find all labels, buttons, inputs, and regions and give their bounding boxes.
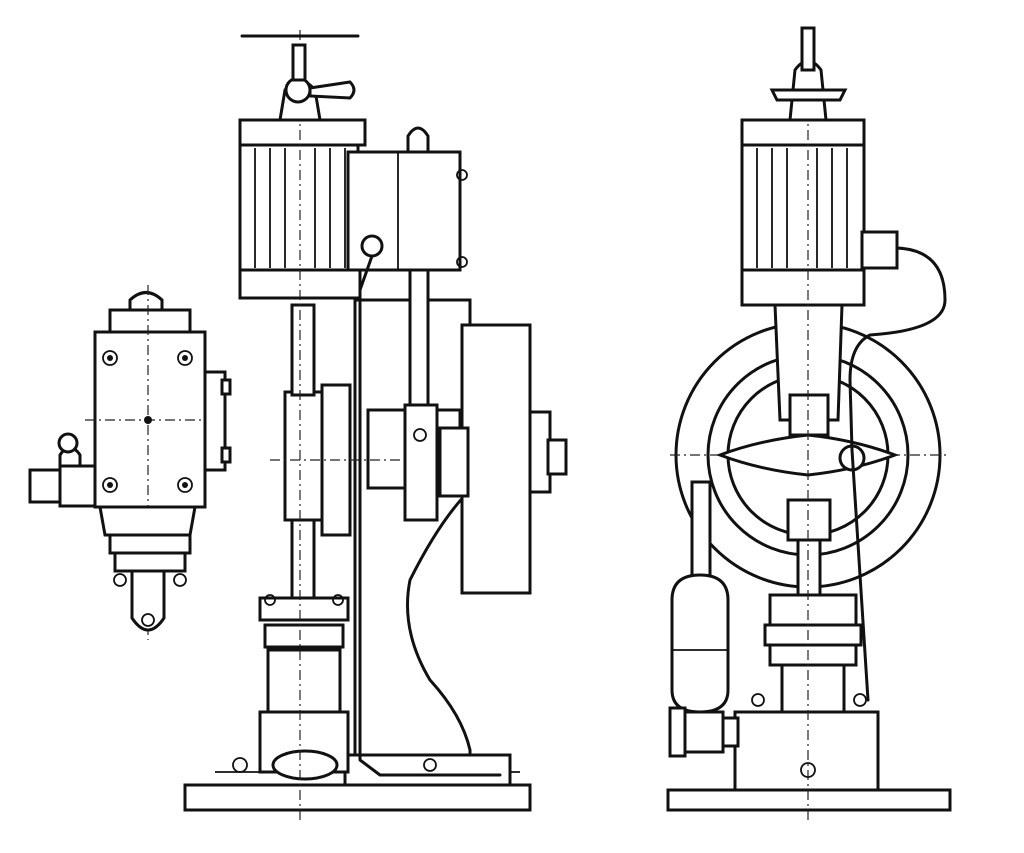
detail-lower-neck bbox=[98, 505, 197, 537]
side-lower-crosshead bbox=[786, 498, 832, 542]
detail-collar-nut-left bbox=[113, 573, 127, 587]
side-cylinder bbox=[740, 143, 866, 272]
front-top-valve-stem bbox=[291, 43, 307, 82]
front-chest-nut-a bbox=[456, 169, 468, 181]
front-cylinder-fins bbox=[254, 148, 346, 268]
side-detail-view bbox=[28, 285, 232, 640]
detail-side-nut-top bbox=[220, 378, 232, 396]
detail-lower-collar bbox=[113, 551, 187, 573]
front-bolt-b bbox=[332, 594, 344, 606]
detail-side-nut-bottom bbox=[220, 446, 232, 464]
front-bolt-d bbox=[423, 758, 437, 772]
side-elevation-view bbox=[666, 26, 952, 820]
side-inlet-flange-left bbox=[668, 706, 687, 758]
front-hub bbox=[438, 426, 470, 498]
front-eccentric bbox=[403, 403, 439, 522]
detail-top-cap bbox=[108, 308, 192, 334]
front-shaft-nut bbox=[546, 438, 568, 476]
front-piston-rod bbox=[290, 303, 316, 397]
front-cylinder bbox=[238, 143, 360, 272]
detail-collar-nut-right bbox=[173, 573, 187, 587]
front-cylinder-top-flange bbox=[238, 118, 367, 147]
side-lower-rod bbox=[796, 538, 822, 597]
side-column-flange bbox=[763, 623, 863, 647]
side-top-valve-stem bbox=[800, 26, 816, 72]
front-eccentric-pin bbox=[413, 428, 427, 442]
front-bolt-a bbox=[264, 594, 276, 606]
detail-lower-flange bbox=[108, 533, 192, 555]
front-elevation-view bbox=[183, 30, 568, 820]
front-crosshead bbox=[283, 390, 325, 522]
front-flywheel bbox=[460, 323, 532, 595]
detail-clevis-pin bbox=[141, 613, 155, 627]
side-accumulator-stem bbox=[690, 480, 712, 579]
side-bolt-a bbox=[751, 693, 765, 707]
front-lubricator-fitting bbox=[360, 234, 384, 258]
front-bolt-c bbox=[232, 757, 248, 773]
side-lubricator-pipe bbox=[848, 246, 947, 702]
front-pump-rod bbox=[290, 518, 316, 600]
front-top-handle bbox=[308, 80, 356, 100]
front-valve-rod bbox=[408, 268, 430, 412]
front-base-plate bbox=[183, 783, 532, 812]
side-base-plate bbox=[666, 788, 952, 812]
side-accumulator bbox=[670, 573, 730, 714]
side-pipe-fitting bbox=[860, 230, 899, 270]
front-inlet-flange bbox=[271, 749, 339, 781]
side-cylinder-fins bbox=[756, 148, 848, 268]
detail-inlet-union bbox=[58, 464, 97, 508]
front-top-valve-bonnet bbox=[284, 76, 312, 104]
front-chest-nut-b bbox=[456, 256, 468, 268]
side-base-body bbox=[733, 710, 880, 792]
front-pump-mid-block bbox=[266, 648, 342, 714]
side-base-center-block bbox=[780, 663, 846, 714]
side-bolt-b bbox=[853, 693, 867, 707]
front-pump-flange-lower bbox=[263, 623, 345, 649]
detail-valve-knob bbox=[57, 432, 79, 454]
side-top-valve-handle bbox=[769, 88, 848, 102]
detail-side-plate bbox=[203, 370, 227, 472]
side-inlet-valve-body bbox=[683, 710, 725, 754]
side-inlet-flange-right bbox=[721, 716, 740, 748]
side-cylinder-top-flange bbox=[740, 118, 866, 147]
front-lubricator-pipe bbox=[358, 254, 502, 777]
detail-bolts bbox=[102, 350, 193, 493]
side-cylinder-bottom-flange bbox=[740, 268, 866, 307]
detail-clevis-eye bbox=[130, 569, 166, 632]
front-pump-flange-upper bbox=[258, 596, 350, 622]
side-crosshead bbox=[788, 393, 830, 437]
front-steam-chest-dome bbox=[406, 126, 430, 154]
